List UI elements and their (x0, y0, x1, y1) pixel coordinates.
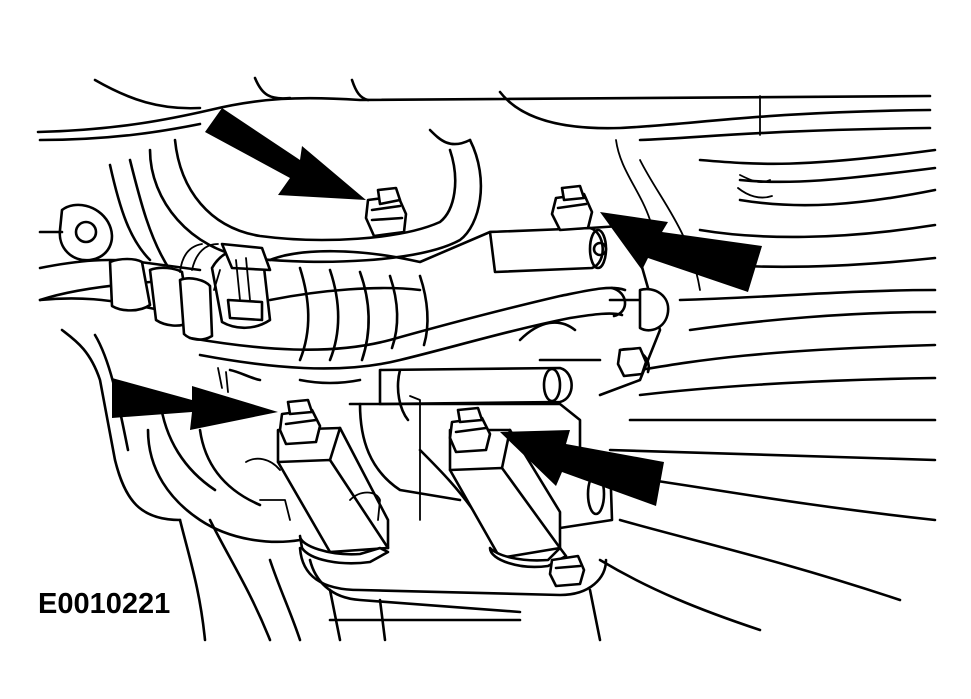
bolt-lower-right (448, 406, 492, 454)
hose (188, 286, 627, 370)
bolt-right-side (616, 346, 648, 378)
arrow-upper-left (205, 108, 366, 200)
arrow-lower-right (500, 430, 664, 506)
base-plate (298, 546, 608, 642)
arrow-upper-right (600, 212, 762, 292)
detail-lines (179, 139, 701, 521)
left-tube (38, 242, 272, 341)
bolt-lower-left (278, 398, 322, 446)
arrow-lower-left (112, 378, 278, 430)
bolt-upper-left (364, 186, 408, 238)
chassis-outlines (36, 76, 937, 632)
coil-pack-left (276, 426, 390, 565)
coil-pack-right (448, 428, 568, 569)
figure-id-label: E0010221 (38, 588, 171, 620)
upper-pipe (148, 128, 483, 264)
left-bracket-outlines (38, 158, 302, 642)
bolt-base (548, 554, 586, 588)
bolt-upper-right (550, 184, 594, 232)
